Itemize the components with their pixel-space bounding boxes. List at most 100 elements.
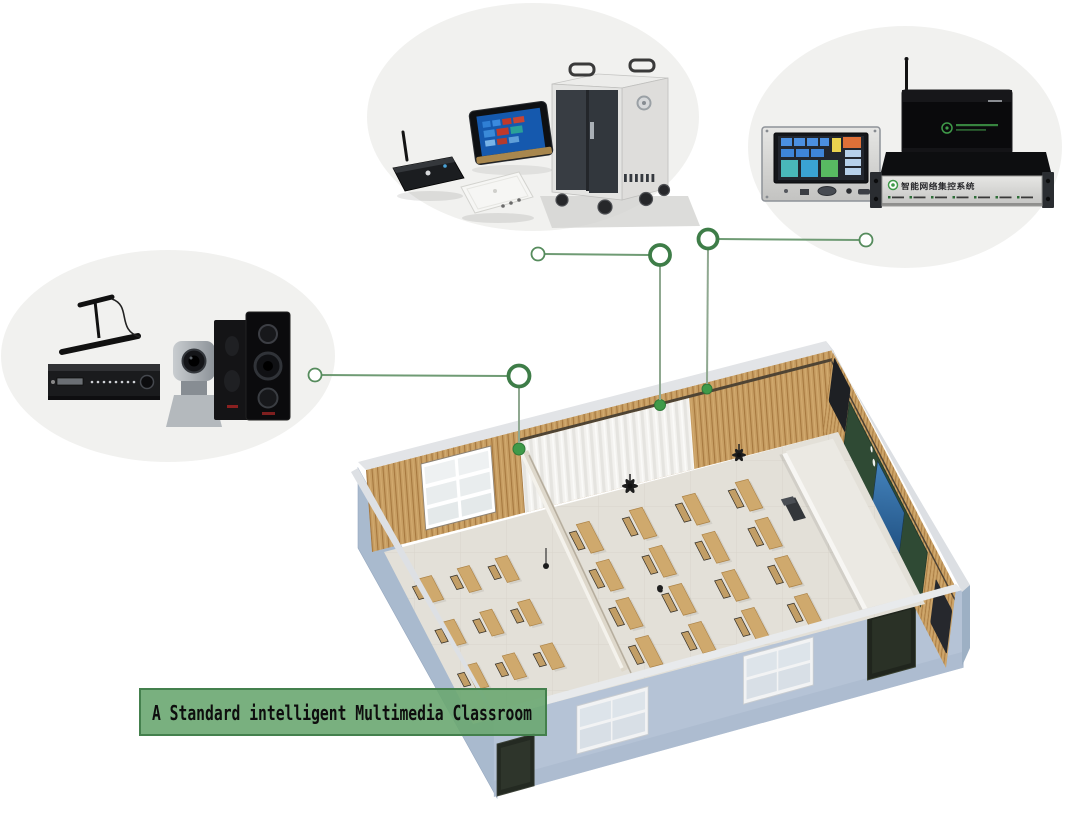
port-label-dash: [999, 196, 1012, 199]
desk-top: [668, 582, 697, 616]
desk-chair: [714, 578, 731, 599]
person-marker-2: [657, 585, 663, 591]
wall-light: [872, 458, 876, 467]
port-label-dash: [1021, 196, 1033, 199]
port-label-dot: [995, 196, 998, 199]
front-window-1: [576, 685, 649, 755]
connector-mobile: [530, 243, 672, 400]
control-host-label: 智能网络集控系统: [901, 181, 975, 191]
partition-wall: [518, 449, 632, 674]
desk-top: [501, 652, 528, 681]
ceiling-microphone-icon: [59, 294, 141, 355]
desk-top: [628, 506, 658, 540]
stage: [785, 438, 915, 609]
desk-chair: [641, 554, 659, 575]
ceiling-fan-1: [622, 474, 638, 494]
bubble-av-equipment: [1, 250, 335, 462]
desk-top: [575, 520, 605, 554]
port-label-dash: [956, 196, 969, 199]
rim-back: [358, 341, 833, 470]
desk-chair: [767, 564, 784, 585]
desk-top: [615, 596, 644, 630]
connector-node-av-small: [307, 367, 323, 383]
port-label-dot: [888, 196, 891, 199]
desk-chair: [661, 592, 678, 613]
port-label-dash: [978, 196, 990, 199]
hanging-mic: [543, 548, 549, 569]
desk-chair: [510, 608, 525, 624]
back-window: [420, 445, 497, 531]
control-host-port-labels: [888, 196, 1033, 199]
desk-top: [479, 608, 505, 637]
desk-top: [734, 478, 764, 512]
port-label-dash: [913, 196, 926, 199]
desk-chair: [588, 568, 606, 589]
desk-top: [681, 492, 711, 526]
desk-chair: [733, 616, 751, 637]
wall-clock: [870, 446, 873, 453]
tablet-charging-cart-icon: [540, 58, 700, 228]
port-label-dash: [892, 196, 904, 199]
tablet-icon: [468, 100, 554, 166]
power-amplifier-icon: [48, 364, 160, 400]
connector-node-control-small: [858, 232, 874, 248]
wall-anchor-dot-1: [512, 442, 526, 456]
desk-chair: [472, 618, 487, 634]
connector-node-mobile-small: [530, 246, 546, 262]
connector-node-av-large: [506, 363, 532, 389]
stage-front-edge: [782, 452, 868, 610]
title-banner: A Standard intelligent Multimedia Classr…: [139, 688, 547, 736]
desk-chair: [568, 530, 586, 551]
connector-node-control-large: [696, 227, 720, 251]
desk-top: [517, 598, 543, 627]
port-label-dot: [909, 196, 912, 199]
desk-top: [595, 558, 625, 592]
exterior-wall-front: [493, 589, 964, 797]
desk-chair: [786, 602, 804, 623]
front-window-2: [743, 636, 814, 705]
interior-right-wall: [823, 350, 956, 668]
port-label-dot: [1017, 196, 1020, 199]
desk-top: [539, 642, 565, 671]
bubble-mobile-equipment: [367, 3, 700, 231]
interior-back-wall: [366, 349, 839, 552]
rim-front: [490, 584, 962, 718]
desk-top: [687, 621, 717, 654]
desk-chair: [608, 606, 626, 627]
access-point-icon: [460, 171, 534, 223]
desk-chair: [487, 564, 502, 581]
tablet-shadow: [472, 165, 552, 175]
exterior-wall-right-sliver: [962, 585, 970, 666]
front-door-left: [496, 733, 535, 797]
student-desks-main: [568, 478, 825, 670]
curtain-rail: [518, 357, 833, 442]
rim-left: [351, 468, 497, 718]
touch-control-panel-icon: [761, 126, 881, 202]
wall-anchor-dot-2: [654, 399, 666, 411]
ptz-camera-icon: [166, 341, 222, 427]
desk-top: [456, 565, 483, 593]
speaker-pair-icon: [214, 311, 291, 421]
desk-top: [494, 555, 520, 583]
wall-speaker-top: [828, 358, 851, 432]
desk-top: [721, 568, 750, 602]
desk-top: [701, 530, 730, 564]
desk-chair: [449, 574, 465, 591]
port-label-dot: [974, 196, 977, 199]
curtain: [519, 397, 695, 513]
desk-top: [634, 635, 664, 668]
desk-chair: [494, 661, 510, 678]
desk-chair: [627, 644, 645, 665]
desk-chair: [674, 502, 692, 523]
desk-chair: [434, 628, 449, 644]
desk-chair: [621, 516, 639, 537]
front-door-right: [867, 602, 916, 681]
desk-chair: [532, 651, 548, 668]
desk-chair: [747, 526, 765, 547]
port-label-dash: [935, 196, 947, 199]
title-banner-text: A Standard intelligent Multimedia Classr…: [152, 701, 532, 725]
rim-right: [826, 341, 970, 592]
desk-chair: [456, 671, 472, 688]
floor-objects: [411, 438, 915, 692]
